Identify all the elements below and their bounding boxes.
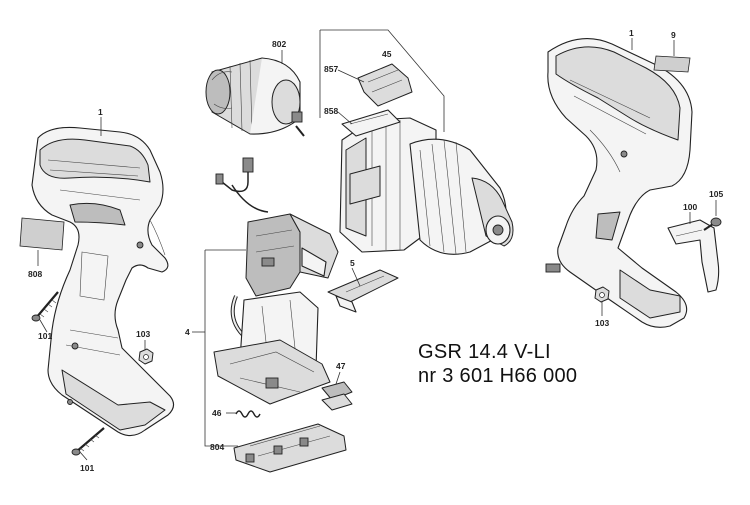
clip-screw xyxy=(703,217,722,231)
part-number-screw-top: 101 xyxy=(38,331,52,341)
label-plate-left xyxy=(19,217,65,251)
part-number-clip-screw: 105 xyxy=(709,189,723,199)
gear-part-857 xyxy=(357,63,413,107)
spring xyxy=(235,410,261,418)
part-number-housing-right: 1 xyxy=(629,28,634,38)
motor-wires xyxy=(215,157,269,213)
part-number-nut-right: 103 xyxy=(595,318,609,328)
switch-assembly xyxy=(213,213,339,405)
part-number-spring: 46 xyxy=(212,408,222,418)
gear-part-858 xyxy=(341,109,401,137)
part-number-nut-left: 103 xyxy=(136,329,150,339)
part-number-housing-left: 1 xyxy=(98,107,103,117)
part-number-switch-assembly: 4 xyxy=(185,327,190,337)
part-number-label-left: 808 xyxy=(28,269,42,279)
battery-contact-plate xyxy=(233,423,347,473)
part-number-belt-clip: 100 xyxy=(683,202,697,212)
chuck xyxy=(409,138,514,255)
part-number-gear-part-a: 857 xyxy=(324,64,338,74)
housing-right-half xyxy=(545,38,693,328)
part-numbers: 1 808 101 101 103 802 45 857 858 4 5 46 … xyxy=(28,28,723,473)
part-number-gear-part-b: 858 xyxy=(324,106,338,116)
part-number-switch-slider: 5 xyxy=(350,258,355,268)
belt-clip xyxy=(667,219,720,293)
part-number-motor: 802 xyxy=(272,39,286,49)
part-number-gearbox-group: 45 xyxy=(382,49,392,59)
model-title: GSR 14.4 V-LI xyxy=(418,341,551,363)
screw-bottom xyxy=(71,427,105,456)
small-part-47 xyxy=(321,381,353,411)
model-number: nr 3 601 H66 000 xyxy=(418,365,578,387)
nut-right xyxy=(594,286,610,303)
nut-left xyxy=(138,348,154,365)
part-number-battery-contact: 804 xyxy=(210,442,224,452)
label-plate-right xyxy=(653,55,691,73)
part-number-screw-bottom: 101 xyxy=(80,463,94,473)
motor xyxy=(205,57,305,137)
switch-slider xyxy=(327,269,399,313)
part-number-small-part: 47 xyxy=(336,361,346,371)
housing-left-half xyxy=(31,126,175,437)
screw-top xyxy=(31,291,59,322)
leader-lines xyxy=(37,29,717,461)
part-number-label-right: 9 xyxy=(671,30,676,40)
